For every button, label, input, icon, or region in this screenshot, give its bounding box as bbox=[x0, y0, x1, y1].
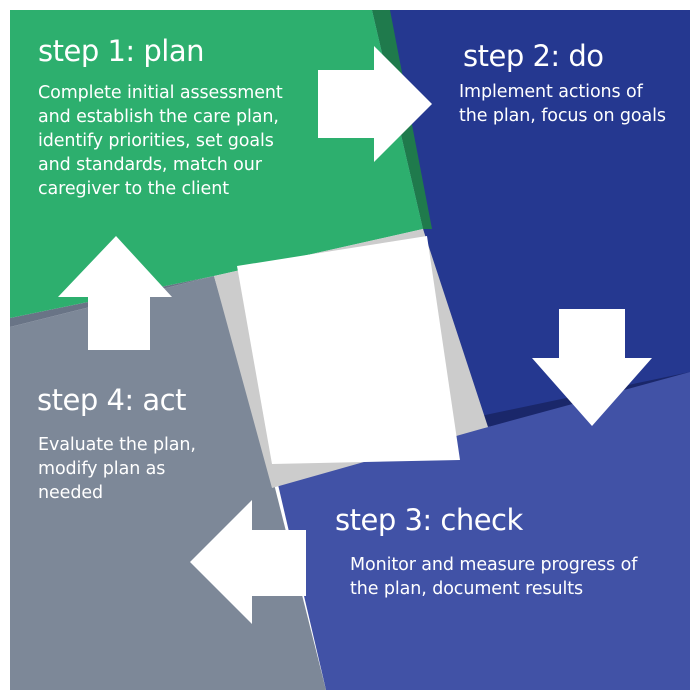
step-3-line: the plan, document results bbox=[350, 579, 584, 599]
arrow-left-icon bbox=[190, 500, 306, 624]
step-2-line: the plan, focus on goals bbox=[459, 106, 666, 126]
step-4-line: Evaluate the plan, bbox=[38, 435, 196, 455]
step-4-line: modify plan as bbox=[38, 459, 166, 479]
step-2-line: Implement actions of bbox=[459, 82, 643, 102]
quadrant-check bbox=[276, 372, 690, 690]
step-4-title: step 4: act bbox=[37, 383, 186, 417]
arrow-right-icon bbox=[318, 46, 432, 162]
step-1-line: Complete initial assessment bbox=[38, 83, 283, 103]
step-3-line: Monitor and measure progress of bbox=[350, 555, 638, 575]
step-3-title: step 3: check bbox=[335, 503, 523, 537]
step-4-line: needed bbox=[38, 483, 104, 503]
step-1-line: and establish the care plan, bbox=[38, 107, 279, 127]
step-1-line: identify priorities, set goals bbox=[38, 131, 274, 151]
step-2-description: Implement actions of the plan, focus on … bbox=[459, 80, 666, 128]
arrow-down-icon bbox=[532, 309, 652, 426]
step-1-line: and standards, match our bbox=[38, 155, 262, 175]
step-1-description: Complete initial assessment and establis… bbox=[38, 81, 283, 201]
center-square bbox=[237, 236, 460, 464]
step-1-line: caregiver to the client bbox=[38, 179, 229, 199]
step-2-title: step 2: do bbox=[463, 39, 604, 73]
step-4-description: Evaluate the plan, modify plan as needed bbox=[38, 433, 196, 505]
step-3-description: Monitor and measure progress of the plan… bbox=[350, 553, 637, 601]
arrow-up-icon bbox=[58, 236, 172, 350]
step-1-title: step 1: plan bbox=[38, 34, 205, 68]
